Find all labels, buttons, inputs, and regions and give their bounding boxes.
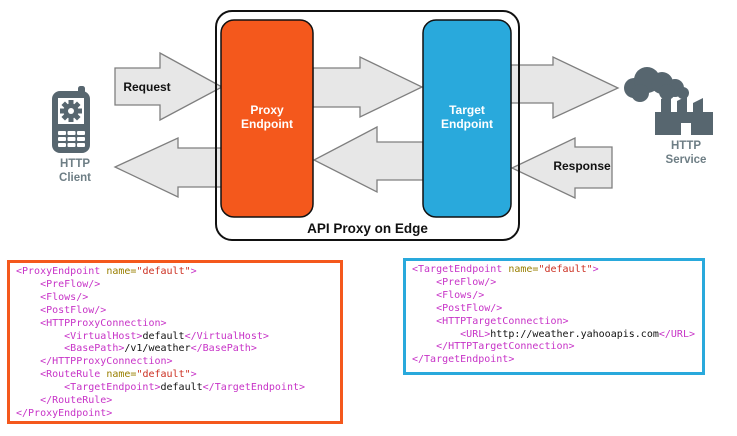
target-endpoint-label: Target Endpoint: [441, 103, 493, 132]
target-endpoint-box: [422, 19, 512, 218]
response-arrow-target-to-proxy: [312, 125, 424, 194]
http-client-label: HTTP Client: [59, 158, 91, 184]
request-arrow-target-to-service: [510, 55, 620, 120]
proxy-endpoint-code-block: <ProxyEndpoint name="default"> <PreFlow/…: [7, 260, 343, 424]
response-arrow-service-to-target: [510, 136, 613, 200]
cloud-factory-icon: [624, 67, 713, 135]
proxy-endpoint-box: [220, 19, 314, 218]
keypad: [58, 131, 85, 147]
request-arrow-proxy-to-target: [312, 55, 424, 119]
api-proxy-on-edge-label: API Proxy on Edge: [307, 221, 428, 236]
response-label: Response: [553, 159, 611, 173]
proxy-endpoint-label: Proxy Endpoint: [241, 103, 293, 132]
http-service-label: HTTP Service: [665, 140, 707, 166]
mobile-phone-icon: [52, 86, 90, 153]
response-arrow-proxy-to-client: [113, 136, 224, 199]
request-label: Request: [123, 80, 171, 94]
target-endpoint-code-block: <TargetEndpoint name="default"> <PreFlow…: [403, 258, 705, 375]
flow-diagram-shapes: [113, 10, 620, 241]
request-arrow-client-to-proxy: [114, 51, 224, 122]
api-proxy-container-box: [215, 10, 520, 241]
